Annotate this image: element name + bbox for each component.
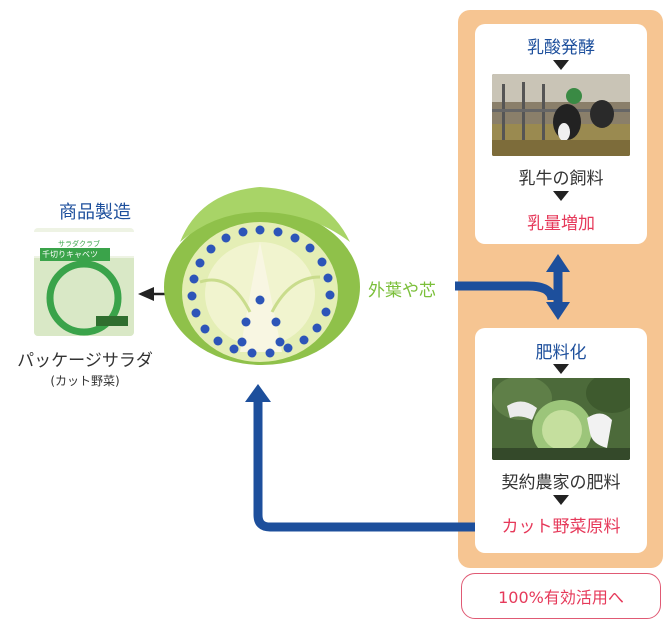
arrow-up-icon (245, 384, 271, 402)
cow-feed-label: 乳牛の飼料 (518, 169, 604, 189)
manufacturing-title: 商品製造 (59, 202, 131, 223)
full-utilization-badge: 100%有効活用へ (461, 573, 661, 619)
package-label: 千切りキャベツ (42, 250, 98, 259)
arrow-down-icon (553, 191, 569, 201)
farm-cabbage-photo (492, 378, 630, 460)
fertilizer-title: 肥料化 (535, 343, 587, 363)
arrow-up-icon (546, 254, 570, 272)
core-outline-dots (187, 225, 335, 358)
fermentation-title: 乳酸発酵 (527, 38, 595, 58)
package-salad-label: パッケージサラダ (17, 351, 153, 371)
flow-arrow-return (253, 400, 475, 532)
arrow-down-icon (546, 302, 570, 320)
farm-fertilizer-label: 契約農家の肥料 (501, 473, 621, 493)
arrow-down-icon (553, 60, 569, 70)
arrow-down-icon (553, 495, 569, 505)
salad-package-image (34, 228, 134, 336)
outer-leaves-core-label: 外葉や芯 (368, 281, 436, 301)
package-brand: サラダクラブ (58, 240, 100, 248)
cabbage-illustration (160, 182, 365, 367)
arrow-left-icon (138, 287, 154, 301)
cut-vegetable-material-label: カット野菜原料 (501, 517, 621, 537)
milk-yield-label: 乳量増加 (527, 214, 595, 234)
flow-arrow-main (455, 281, 557, 301)
arrow-down-icon (553, 364, 569, 374)
cut-vegetable-sublabel: (カット野菜) (50, 374, 120, 388)
cow-feeding-photo (492, 74, 630, 156)
